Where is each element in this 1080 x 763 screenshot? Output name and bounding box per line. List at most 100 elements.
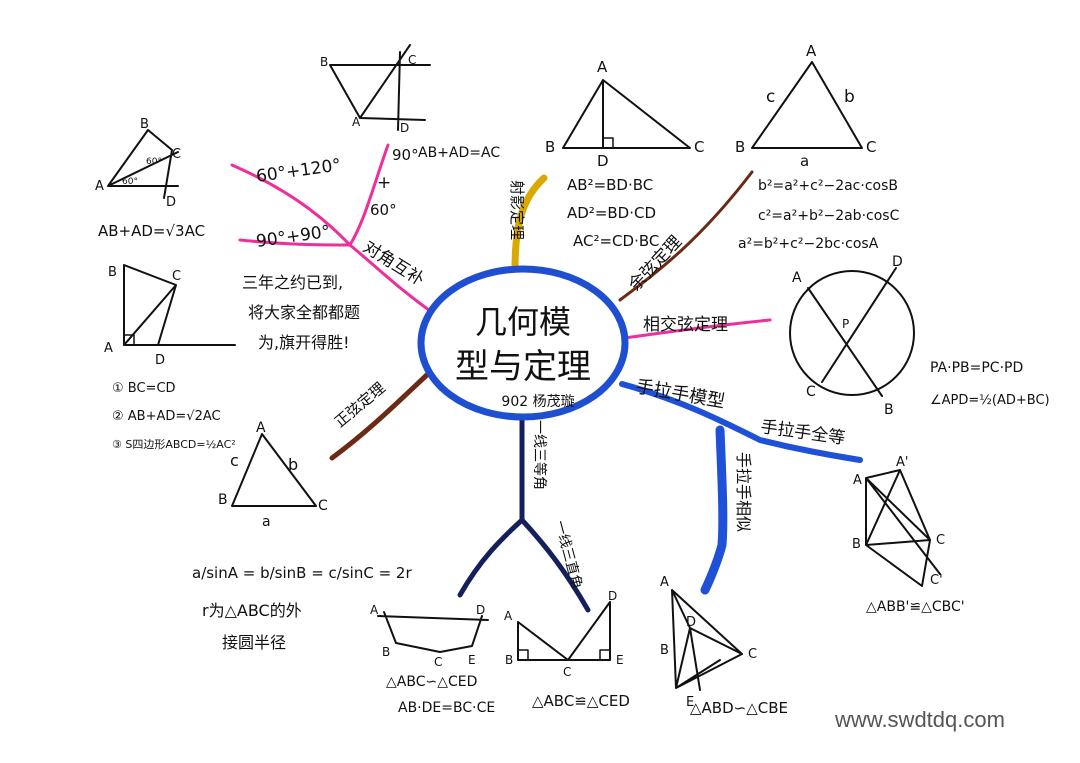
svg-text:b: b [288, 455, 298, 474]
opposite-list-2: ② AB+AD=√2AC [112, 409, 221, 424]
svg-text:C: C [936, 533, 945, 548]
svg-text:B: B [382, 645, 390, 659]
svg-text:C: C [434, 655, 442, 669]
branch-label-shadow: 射影定理 [508, 180, 526, 240]
svg-text:B: B [545, 138, 555, 156]
figure-sine-triangle: A B C c b a [218, 420, 328, 530]
figure-handpull-congruent: A A' B C C' [852, 455, 945, 588]
figure-cosine-triangle: A B C c b a [735, 42, 876, 170]
three-equal-label-1: △ABC∽△CED [386, 674, 477, 690]
branch-line-opposite-c [348, 143, 390, 247]
svg-text:D: D [476, 603, 485, 617]
center-author: 902 杨茂璇 [501, 393, 574, 410]
handpull-similar-label: △ABD∽△CBE [690, 699, 788, 717]
svg-text:B: B [140, 117, 149, 132]
opposite-90-label: 90° [392, 146, 419, 164]
figure-three-right-angles: A B C D E [504, 589, 624, 679]
shadow-formula-3: AC²=CD·BC [573, 232, 659, 250]
branch-line-shadow [511, 174, 548, 274]
opposite-list-3: ③ S四边形ABCD=½AC² [112, 438, 236, 451]
opposite-tip-3: 为,旗开得胜! [258, 333, 350, 352]
figure-shadow-triangle: A B D C [545, 58, 704, 170]
svg-text:b: b [844, 87, 855, 107]
branch-line-three-angle [457, 412, 525, 598]
branch-label-chord: 相交弦定理 [643, 315, 728, 335]
svg-text:A: A [95, 179, 104, 194]
svg-text:B: B [852, 537, 861, 552]
opposite-list-1: ① BC=CD [112, 381, 176, 396]
handpull-congruent-label: △ABB'≌△CBC' [866, 599, 965, 615]
svg-text:C: C [172, 269, 181, 284]
shadow-formula-2: AD²=BD·CD [567, 204, 656, 222]
svg-text:C: C [806, 384, 816, 400]
svg-text:D: D [608, 589, 617, 603]
svg-text:A: A [370, 603, 379, 617]
svg-text:D: D [166, 195, 176, 210]
chord-formula-2: ∠APD=½(AD+BC) [930, 393, 1050, 408]
figure-opposite-90: B A C D ① BC=CD ② AB+AD=√2AC ③ S四边形ABCD=… [104, 264, 236, 451]
svg-text:B: B [884, 402, 894, 418]
branch-label-three-right: 一线三直角 [551, 519, 586, 591]
branch-label-handpull: 手拉手模型 [634, 376, 726, 412]
svg-text:A: A [104, 341, 113, 356]
opposite-60-label: 60° [370, 201, 397, 219]
svg-text:D: D [892, 254, 903, 270]
sine-law: a/sinA = b/sinB = c/sinC = 2r [192, 564, 412, 582]
svg-text:60°: 60° [122, 177, 138, 187]
branch-line-opposite-b [238, 238, 352, 247]
branch-line-handpull [619, 381, 863, 463]
svg-text:A': A' [896, 455, 908, 470]
svg-text:C: C [866, 138, 876, 156]
svg-text:A: A [597, 58, 608, 76]
svg-text:C: C [172, 147, 181, 162]
svg-text:C: C [748, 647, 757, 662]
chord-formula-1: PA·PB=PC·PD [930, 360, 1023, 376]
branch-line-cosine [618, 170, 754, 302]
figure-handpull-similar: A B D C E [660, 575, 757, 710]
svg-text:C: C [563, 665, 571, 679]
figure-chord-circle: A D P C B [789, 254, 915, 418]
svg-text:c: c [230, 451, 239, 470]
sine-desc-1: r为△ABC的外 [202, 601, 302, 620]
figure-opposite-top: B C A D [320, 44, 431, 135]
svg-text:D: D [597, 152, 609, 170]
opposite-left-formula: AB+AD=√3AC [98, 222, 205, 240]
opposite-tip-2: 将大家全都都题 [248, 303, 360, 322]
branch-line-three-right [519, 517, 591, 613]
three-right-label: △ABC≌△CED [532, 692, 630, 710]
svg-text:P: P [842, 317, 849, 331]
svg-text:B: B [735, 138, 745, 156]
svg-text:A: A [660, 575, 669, 590]
cosine-formula-1: b²=a²+c²−2ac·cosB [758, 178, 898, 194]
svg-text:B: B [660, 643, 669, 658]
watermark: www.swdtdq.com [834, 707, 1005, 732]
svg-text:60°: 60° [146, 157, 162, 167]
figure-three-equal-angles: A B C D E [370, 603, 489, 669]
svg-text:D: D [400, 121, 409, 135]
svg-text:B: B [320, 55, 328, 69]
svg-text:E: E [468, 653, 476, 667]
branch-line-sine [329, 369, 433, 461]
svg-text:C: C [318, 498, 328, 514]
opposite-90-90: 90°+90° [255, 222, 332, 252]
cosine-formula-2: c²=a²+b²−2ab·cosC [758, 208, 900, 224]
svg-text:A: A [504, 609, 513, 623]
opposite-tip-1: 三年之约已到, [242, 273, 343, 292]
svg-text:A: A [256, 420, 266, 436]
svg-text:B: B [108, 265, 117, 280]
svg-text:a: a [262, 514, 271, 530]
svg-text:C: C [694, 138, 704, 156]
svg-text:A: A [853, 473, 862, 488]
svg-text:A: A [806, 42, 817, 60]
cosine-formula-3: a²=b²+c²−2bc·cosA [738, 236, 879, 252]
opposite-c-formula: AB+AD=AC [418, 145, 500, 161]
sine-desc-2: 接圆半径 [222, 633, 286, 652]
opposite-60-120: 60°+120° [255, 155, 342, 187]
svg-text:E: E [686, 695, 694, 710]
svg-text:C: C [408, 53, 416, 67]
svg-text:D: D [686, 615, 696, 630]
svg-text:C': C' [930, 573, 943, 588]
center-title-line1: 几何模 [475, 303, 571, 341]
